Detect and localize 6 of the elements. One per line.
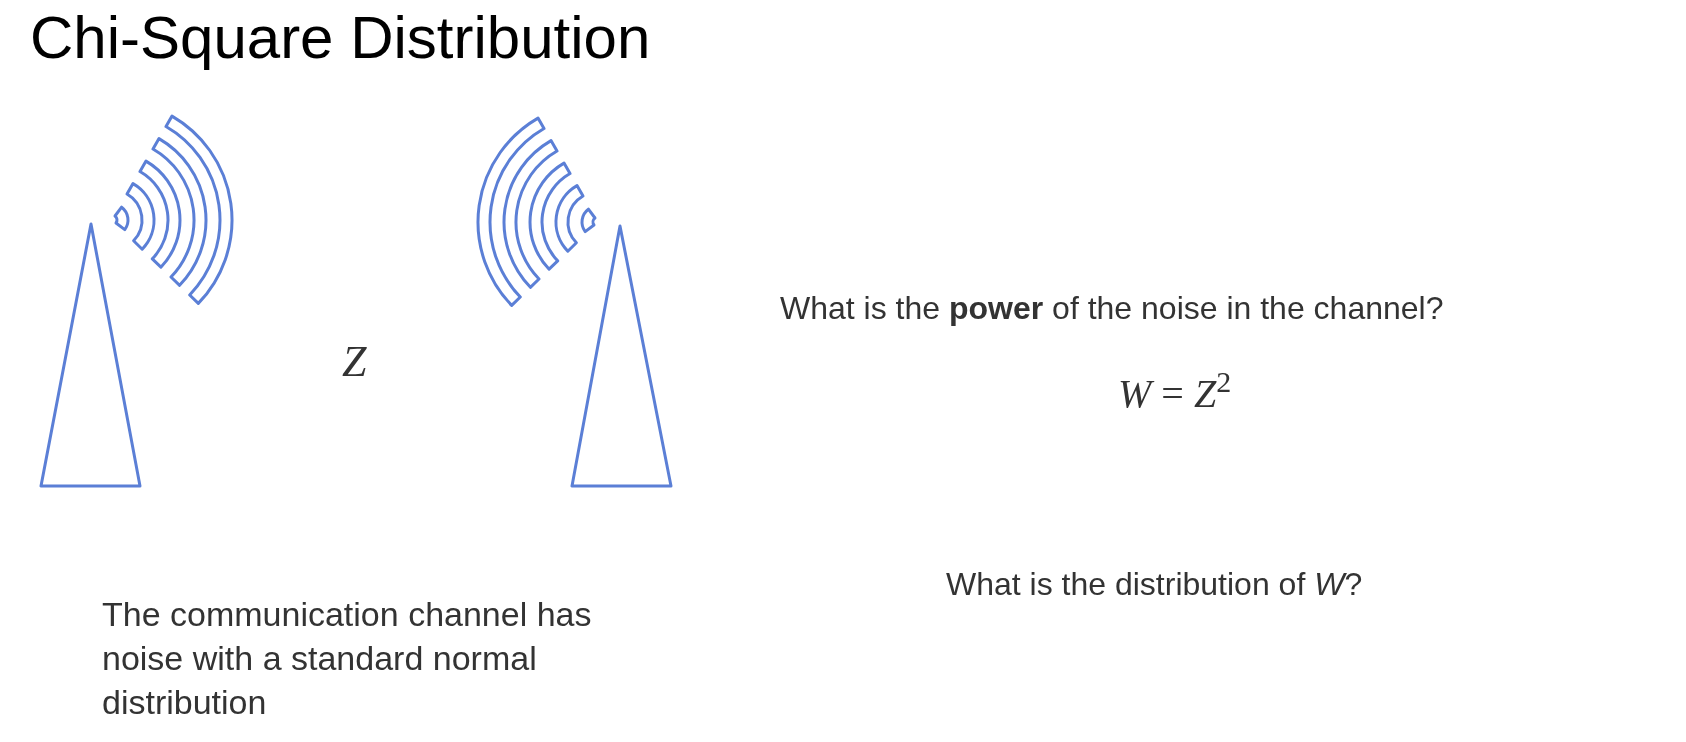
question-text: What is the power of the noise in the channel? bbox=[780, 292, 1444, 324]
slide-title: Chi-Square Distribution bbox=[30, 8, 651, 68]
equation: W = Z$^{2}$ bbox=[1118, 374, 1232, 414]
description-text: The communication channel has noise with a standard normal distribution bbox=[102, 594, 593, 723]
variable-label: Z bbox=[342, 340, 367, 384]
question-text: What is the distribution of W? bbox=[946, 568, 1363, 600]
